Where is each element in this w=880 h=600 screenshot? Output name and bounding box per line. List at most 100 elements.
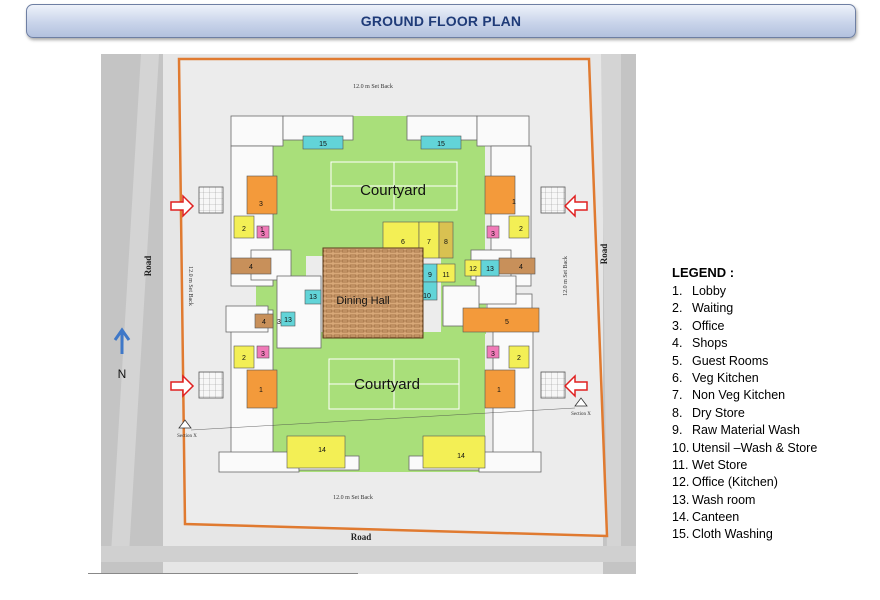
divider-line: [88, 573, 358, 574]
legend-label: Cloth Washing: [692, 527, 773, 542]
stair-block: [540, 186, 566, 214]
legend-label: Waiting: [692, 301, 734, 316]
stair-block: [198, 186, 224, 214]
room-label: 4: [262, 319, 266, 326]
room-label: 3: [277, 319, 281, 326]
legend-item: 3.Office: [672, 318, 872, 335]
room-label: 15: [437, 141, 445, 148]
legend-item: 11.Wet Store: [672, 457, 872, 474]
road-label-bottom: Road: [351, 532, 372, 542]
road-label-right: Road: [599, 244, 609, 265]
room-label: 1: [260, 227, 264, 234]
legend-title: LEGEND :: [672, 265, 735, 280]
entry-arrow-icon: [170, 194, 195, 218]
legend: LEGEND : 1. Lobby 2. Waiting 3.Office 4. Sh…: [672, 265, 872, 544]
legend-number: 7.: [672, 388, 683, 403]
legend-label: Canteen: [692, 510, 740, 525]
courtyard-label-top: Courtyard: [360, 182, 426, 199]
entry-arrow-icon: [563, 374, 588, 398]
section-line: [190, 407, 576, 431]
room-label: 9: [428, 272, 432, 279]
room-label: 4: [249, 264, 253, 271]
legend-label: Utensil –Wash & Store: [692, 440, 818, 455]
rooms-lobby-office: [246, 175, 540, 409]
legend-number: 1.: [672, 284, 683, 298]
rooms-cloth-washing: [302, 135, 462, 150]
room-label: 4: [519, 264, 523, 271]
legend-number: 15.: [672, 527, 690, 542]
legend-item: 1. Lobby: [672, 283, 872, 300]
court-markings-top: [330, 161, 458, 211]
setback-label-bottom: 12.0 m Set Back: [333, 495, 373, 501]
road-label-left: Road: [143, 256, 153, 277]
room-label: 1: [512, 199, 516, 206]
stair-block: [540, 371, 566, 399]
legend-label: Lobby: [692, 284, 727, 298]
legend-number: 12.: [672, 475, 690, 490]
room-label: 3: [261, 351, 265, 358]
legend-item: 8. Dry Store: [672, 405, 872, 422]
legend-label: Veg Kitchen: [692, 370, 759, 385]
legend-item: 5. Guest Rooms: [672, 353, 872, 370]
room-label: 13: [309, 294, 317, 301]
rooms-pink-office: [256, 225, 500, 359]
room-label: 1: [497, 387, 501, 394]
legend-label: Office (Kitchen): [692, 475, 778, 490]
legend-label: Guest Rooms: [692, 353, 769, 368]
legend-item: 2. Waiting: [672, 300, 872, 317]
room-label: 3: [259, 201, 263, 208]
legend-label: Wet Store: [692, 457, 748, 472]
room-label: 5: [505, 319, 509, 326]
legend-label: Office: [692, 318, 725, 333]
section-label-left: Section X: [177, 434, 197, 439]
legend-item: 14.Canteen: [672, 509, 872, 526]
legend-number: 2.: [672, 301, 683, 316]
section-marker-icon: [574, 397, 588, 407]
legend-item: 4. Shops: [672, 335, 872, 352]
legend-number: 11.: [672, 457, 689, 472]
legend-item: 6. Veg Kitchen: [672, 370, 872, 387]
room-label: 13: [284, 317, 292, 324]
room-label: 2: [519, 226, 523, 233]
room-label: 3: [491, 351, 495, 358]
stair-block: [198, 371, 224, 399]
legend-label: Raw Material Wash: [692, 423, 800, 438]
room-label: 3: [261, 231, 265, 238]
legend-number: 5.: [672, 353, 683, 368]
legend-label: Wash room: [692, 492, 756, 507]
legend-item: 10.Utensil –Wash & Store: [672, 440, 872, 457]
legend-number: 9.: [672, 423, 683, 438]
room-label: 10: [423, 293, 431, 300]
room-label: 3: [491, 231, 495, 238]
legend-number: 14.: [672, 510, 690, 525]
entry-arrow-icon: [170, 374, 195, 398]
room-label: 2: [517, 355, 521, 362]
room-label: 13: [486, 266, 494, 273]
room-label: 7: [427, 239, 431, 246]
room-label: 11: [442, 272, 449, 279]
legend-label: Dry Store: [692, 405, 745, 420]
legend-number: 6.: [672, 370, 683, 385]
rooms-shops: [230, 257, 536, 329]
legend-number: 8.: [672, 405, 683, 420]
setback-label-left: 12.0 m Set Back: [187, 266, 193, 306]
dining-hall-area: [322, 247, 424, 339]
room-label: 2: [242, 226, 246, 233]
floor-plan-diagram: 15 15 3 1 2 3 1 2 3 4 4 6 7 8 9 11 10 12…: [101, 54, 636, 574]
road-edge-bottom: [101, 546, 636, 562]
setback-label-right: 12.0 m Set Back: [563, 256, 569, 296]
room-label: 12: [469, 266, 477, 273]
north-label: N: [118, 367, 127, 381]
legend-item: 9. Raw Material Wash: [672, 422, 872, 439]
legend-label: Shops: [692, 336, 728, 351]
legend-number: 10.: [672, 440, 690, 455]
room-label: 14: [318, 447, 326, 454]
legend-item: 13.Wash room: [672, 492, 872, 509]
dining-hall-label: Dining Hall: [336, 295, 389, 307]
legend-number: 4.: [672, 336, 683, 351]
rooms-canteen: [286, 435, 486, 469]
north-arrow-icon: [113, 327, 131, 354]
page-title: GROUND FLOOR PLAN: [360, 13, 522, 29]
court-markings-bottom: [328, 358, 460, 410]
road-edge-right: [601, 54, 621, 554]
